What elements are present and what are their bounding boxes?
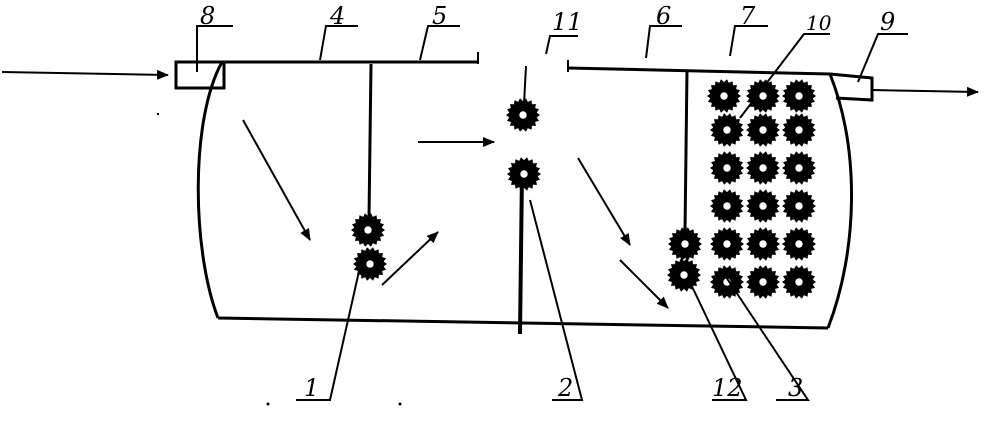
media-ball-pack-3-1-hole — [759, 202, 767, 210]
media-ball-pack-2-1-hole — [759, 164, 767, 172]
media-ball-pack-2-2-hole — [795, 164, 803, 172]
label-6: 6 — [656, 2, 671, 30]
speck — [266, 402, 270, 406]
media-ball-1a-hole — [364, 226, 372, 234]
flow-arrow-down-left — [242, 119, 311, 241]
label-11: 11 — [552, 8, 583, 36]
media-ball-pack-0-0-hole — [720, 92, 728, 100]
inlet-pipe — [174, 60, 226, 90]
media-ball-pack-5-1-hole — [759, 278, 767, 286]
label-3: 3 — [788, 374, 803, 402]
label-4: 4 — [329, 2, 345, 30]
tank-body — [196, 60, 854, 330]
media-balls — [351, 79, 816, 299]
media-ball-3a-hole — [681, 240, 689, 248]
label-12: 12 — [712, 374, 743, 402]
media-ball-2b-hole — [520, 170, 528, 178]
media-ball-pack-3-0-hole — [723, 202, 731, 210]
label-5: 5 — [432, 2, 447, 30]
outflow-arrow — [871, 86, 979, 97]
media-ball-pack-3-2-hole — [795, 202, 803, 210]
label-7: 7 — [740, 2, 756, 30]
leader-lines — [196, 25, 908, 401]
label-1: 1 — [304, 374, 319, 402]
flow-arrow-down-right — [577, 157, 631, 246]
label-10: 10 — [806, 11, 832, 35]
inflow-arrow — [1, 69, 169, 80]
flow-arrows — [242, 119, 669, 309]
partition-2 — [518, 171, 524, 335]
media-ball-pack-4-1-hole — [759, 240, 767, 248]
media-ball-pack-5-2-hole — [795, 278, 803, 286]
media-ball-pack-1-1-hole — [759, 126, 767, 134]
hanger-rod-3 — [683, 69, 689, 233]
label-2: 2 — [557, 374, 573, 402]
media-ball-1b-hole — [366, 260, 374, 268]
media-ball-pack-1-2-hole — [795, 126, 803, 134]
media-ball-pack-2-0-hole — [723, 164, 731, 172]
media-ball-pack-4-0-hole — [723, 240, 731, 248]
partition-2-top — [523, 65, 527, 105]
speck — [156, 112, 160, 116]
media-ball-pack-0-1-hole — [759, 92, 767, 100]
hanger-rod-1 — [367, 63, 373, 219]
flow-arrow-up — [381, 231, 439, 286]
speck — [398, 402, 402, 406]
media-ball-2a-hole — [519, 111, 527, 119]
outlet-pipe — [829, 72, 874, 102]
label-9: 9 — [880, 8, 895, 36]
flow-arrow-lower — [619, 259, 669, 309]
media-ball-pack-0-2-hole — [795, 92, 803, 100]
media-ball-pack-1-0-hole — [723, 126, 731, 134]
label-8: 8 — [200, 2, 215, 30]
media-ball-3b-hole — [680, 271, 688, 279]
media-ball-pack-4-2-hole — [795, 240, 803, 248]
